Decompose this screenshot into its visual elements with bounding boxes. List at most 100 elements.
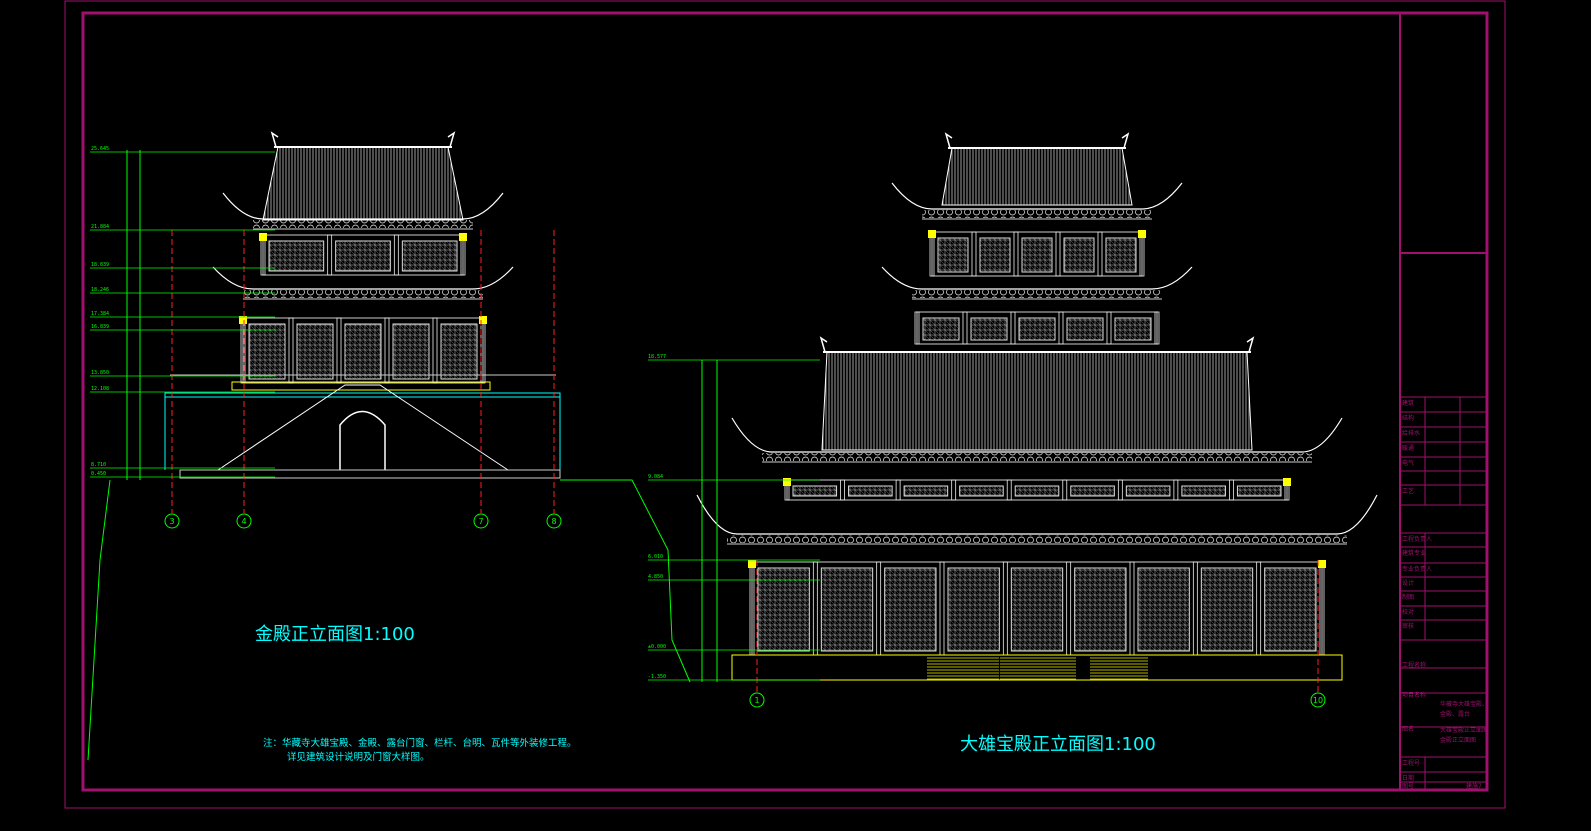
- column: [1154, 311, 1160, 345]
- signature-label: 专业负责人: [1402, 565, 1432, 573]
- drawing-name-value: 金殿正立面图: [1440, 736, 1476, 744]
- ridge-ornament: [270, 131, 456, 148]
- signature-label: 建筑专业: [1402, 549, 1426, 557]
- level-label: 8.710: [91, 462, 106, 468]
- column: [1192, 561, 1198, 656]
- title-block: 建筑结构给排水暖通电气工艺工程负责人建筑专业专业负责人设计制图校对审核工程名称项…: [1400, 396, 1488, 790]
- date-label: 日期: [1402, 774, 1414, 782]
- window-lattice: [440, 323, 478, 380]
- signature-label: 审核: [1402, 622, 1414, 630]
- column: [1006, 479, 1012, 501]
- window-lattice: [1200, 567, 1254, 652]
- window-lattice: [1105, 237, 1137, 273]
- axis-label: 7: [478, 517, 483, 526]
- eave-dentils: [762, 453, 1312, 461]
- window-lattice: [820, 567, 874, 652]
- level-label: 0.450: [91, 471, 106, 477]
- column: [432, 317, 438, 384]
- window-lattice: [1181, 485, 1226, 497]
- roof-tiles: [941, 147, 1133, 206]
- ground-profile: [87, 479, 111, 761]
- column: [1010, 311, 1016, 345]
- signature-label: 设计: [1402, 579, 1414, 587]
- window-lattice: [903, 485, 949, 497]
- ridge-ornament: [819, 336, 1255, 353]
- window-lattice: [937, 237, 969, 273]
- level-label: 18.839: [91, 262, 109, 268]
- eave-dentils: [912, 290, 1162, 298]
- discipline-label: 建筑: [1402, 399, 1414, 407]
- item-value: 华藏寺大雄宝殿、: [1440, 700, 1488, 708]
- front-steps: [1090, 655, 1148, 680]
- column: [971, 231, 977, 277]
- ridge-ornament: [944, 132, 1130, 149]
- base-steps: [179, 469, 561, 479]
- window-lattice: [1066, 317, 1104, 341]
- axis-label: 4: [241, 517, 246, 526]
- window-lattice: [1063, 237, 1095, 273]
- sheet-frame: [64, 0, 1506, 809]
- level-label: ±0.000: [648, 644, 666, 650]
- drawing-name-label: 图名: [1402, 725, 1414, 733]
- level-label: 18.577: [648, 354, 666, 360]
- window-lattice: [344, 323, 382, 380]
- level-label: 21.884: [91, 224, 109, 230]
- window-lattice: [1236, 485, 1282, 497]
- sheet-number: 建施7: [1466, 782, 1482, 790]
- column: [1097, 231, 1103, 277]
- item-value: 金殿、露台: [1440, 710, 1470, 718]
- column: [1117, 479, 1123, 501]
- level-label: 25.645: [91, 146, 109, 152]
- bracket: [239, 316, 247, 324]
- platform-edge: [231, 381, 491, 391]
- window-lattice: [959, 485, 1004, 497]
- discipline-label: 暖通: [1402, 444, 1414, 452]
- bracket: [748, 560, 756, 568]
- window-lattice: [947, 567, 1000, 652]
- axis-bubble: [546, 513, 562, 529]
- eave-curve: [212, 266, 514, 290]
- window-lattice: [757, 567, 810, 652]
- bracket: [459, 233, 467, 241]
- column: [1256, 561, 1262, 656]
- bracket: [1283, 478, 1291, 486]
- column: [1002, 561, 1008, 656]
- eave-curve: [731, 417, 1343, 453]
- axis-bubble: [749, 692, 765, 708]
- eave-curve: [696, 494, 1378, 535]
- window-lattice: [1014, 485, 1060, 497]
- discipline-label: 工艺: [1402, 487, 1414, 495]
- column: [384, 317, 390, 384]
- bracket: [479, 316, 487, 324]
- window-lattice: [1137, 567, 1190, 652]
- window-lattice: [1010, 567, 1064, 652]
- window-lattice: [335, 240, 391, 272]
- signature-label: 校对: [1402, 608, 1414, 616]
- column: [840, 479, 845, 501]
- roof-tiles: [262, 146, 464, 221]
- column: [914, 311, 920, 345]
- bracket: [1318, 560, 1326, 568]
- storey-wall: [931, 231, 1143, 277]
- window-lattice: [848, 485, 893, 497]
- discipline-label: 结构: [1402, 414, 1414, 422]
- axis-bubble: [1310, 692, 1326, 708]
- window-lattice: [401, 240, 458, 272]
- axis-bubble: [473, 513, 489, 529]
- main-hall-title: 大雄宝殿正立面图1:100: [960, 734, 1156, 755]
- column: [876, 561, 882, 656]
- column: [1129, 561, 1135, 656]
- column: [962, 311, 968, 345]
- level-label: 13.850: [91, 370, 109, 376]
- note-line-2: 详见建筑设计说明及门窗大样图。: [287, 751, 430, 763]
- level-label: 16.839: [91, 324, 109, 330]
- item-label: 项目名称: [1402, 691, 1426, 699]
- level-label: 6.010: [648, 554, 663, 560]
- column: [1106, 311, 1112, 345]
- sheet-label: 图号: [1402, 783, 1414, 790]
- window-lattice: [1074, 567, 1127, 652]
- column: [336, 317, 342, 384]
